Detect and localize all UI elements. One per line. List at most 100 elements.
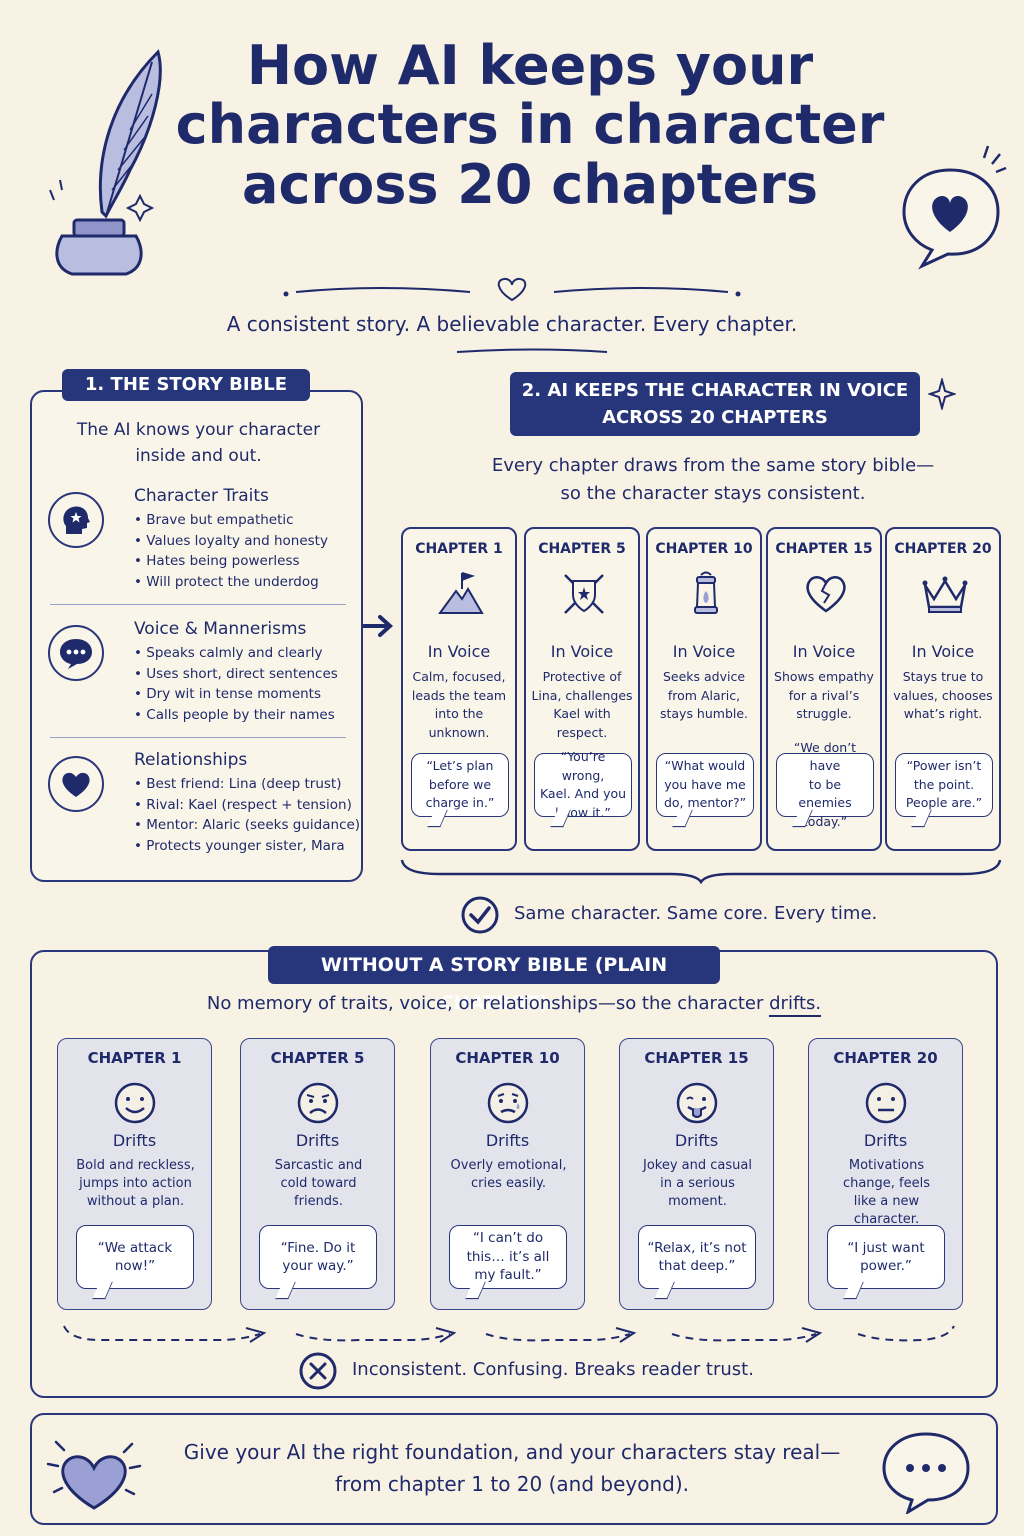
- description-line: Shows empathy: [774, 669, 874, 684]
- in-voice-label: 2. AI KEEPS THE CHARACTER IN VOICE ACROS…: [510, 372, 920, 436]
- lantern-icon: [681, 569, 731, 619]
- description-line: like a new: [853, 1194, 920, 1209]
- intro-line: inside and out.: [135, 445, 262, 466]
- description-line: Stays true to: [902, 669, 984, 684]
- description-line: Kael with: [553, 706, 611, 721]
- chapter-label: CHAPTER 15: [775, 541, 873, 557]
- quote-line: this… it’s all: [466, 1248, 550, 1265]
- list-item: Mentor: Alaric (seeks guidance): [134, 815, 360, 836]
- list-item: Dry wit in tense moments: [134, 684, 338, 705]
- status-label: In Voice: [792, 642, 856, 661]
- intro-text: No memory of traits, voice, or relations…: [206, 993, 770, 1014]
- chapter-label: CHAPTER 5: [270, 1049, 365, 1067]
- chapter-description: Seeks advice from Alaric, stays humble.: [652, 668, 756, 724]
- label-line: ACROSS 20 CHAPTERS: [602, 407, 828, 428]
- drift-result: Inconsistent. Confusing. Breaks reader t…: [352, 1359, 754, 1380]
- dashed-flow-arrow: [63, 1325, 955, 1343]
- description-line: Protective of: [542, 669, 622, 684]
- status-label: Drifts: [863, 1131, 908, 1150]
- chapter-label: CHAPTER 5: [538, 541, 626, 557]
- quote-line: your way.”: [282, 1258, 354, 1274]
- status-label: In Voice: [911, 642, 975, 661]
- x-circle-icon: [299, 1352, 337, 1390]
- description-line: Bold and reckless,: [76, 1158, 195, 1173]
- chapter-description: Shows empathy for a rival’s struggle.: [772, 668, 876, 724]
- description-line: respect.: [556, 724, 608, 740]
- quote-line: do, mentor?”: [663, 795, 747, 811]
- broken-heart-icon: [801, 569, 851, 619]
- story-bible-intro: The AI knows your character inside and o…: [32, 418, 365, 469]
- chapter-description: Motivations change, feels like a new charac…: [817, 1157, 956, 1229]
- section-divider: [50, 737, 346, 738]
- description-line: Lina, challenges: [531, 687, 633, 703]
- title-line: across 20 chapters: [242, 152, 818, 216]
- list-item: Will protect the underdog: [134, 572, 328, 593]
- status-label: In Voice: [427, 642, 491, 661]
- smile-face-icon: [113, 1081, 157, 1125]
- bracket-underline: [400, 859, 1002, 884]
- description-line: stays humble.: [659, 706, 749, 721]
- list-item: Uses short, direct sentences: [134, 664, 338, 685]
- neutral-face-icon: [864, 1081, 908, 1125]
- description-line: Overly emotional,: [450, 1158, 567, 1173]
- description-line: jumps into action: [79, 1176, 192, 1191]
- heart-speech-bubble-icon: [902, 145, 1007, 270]
- description-line: struggle.: [796, 706, 852, 721]
- description-line: what’s right.: [903, 706, 983, 721]
- description-line: leads the team: [411, 687, 507, 703]
- quote-line: Kael. And you: [539, 786, 627, 801]
- description-line: from Alaric,: [667, 687, 741, 703]
- list-item: Hates being powerless: [134, 551, 328, 572]
- description-line: Motivations: [848, 1158, 925, 1173]
- quote-line: power.”: [860, 1258, 912, 1274]
- section-heading: Character Traits: [134, 486, 269, 506]
- quote-line: before we: [428, 776, 492, 792]
- description-line: character.: [853, 1212, 920, 1227]
- quote-line: “I can’t do: [472, 1230, 544, 1247]
- consistent-result: Same character. Same core. Every time.: [514, 903, 878, 924]
- list-item: Calls people by their names: [134, 705, 338, 726]
- description-line: Seeks advice: [662, 669, 746, 684]
- intro-line: so the character stays consistent.: [560, 483, 866, 504]
- quote-line: “We don’t have: [793, 739, 857, 774]
- intro-emphasis: drifts.: [769, 993, 822, 1017]
- heart-sparkle-icon: [46, 1440, 142, 1510]
- shield-swords-icon: [559, 569, 609, 619]
- voice-list: Speaks calmly and clearly Uses short, di…: [134, 643, 338, 725]
- status-label: Drifts: [485, 1131, 530, 1150]
- quote-line: you have me: [664, 776, 746, 792]
- quote-line: today.”: [802, 813, 848, 829]
- description-line: for a rival’s: [788, 687, 860, 703]
- status-label: Drifts: [295, 1131, 340, 1150]
- ellipsis-speech-bubble-icon: [882, 1432, 970, 1514]
- intro-line: Every chapter draws from the same story …: [491, 455, 935, 476]
- chapter-label: CHAPTER 20: [894, 541, 992, 557]
- description-line: change, feels: [842, 1176, 931, 1191]
- status-label: In Voice: [550, 642, 614, 661]
- quote-line: “Relax, it’s not: [647, 1239, 747, 1256]
- section-heading: Relationships: [134, 750, 248, 770]
- status-label: Drifts: [112, 1131, 157, 1150]
- tongue-face-icon: [675, 1081, 719, 1125]
- story-bible-label: 1. THE STORY BIBLE: [62, 369, 310, 401]
- quote-line: “What would: [664, 758, 746, 774]
- quote-line: “Fine. Do it: [280, 1239, 356, 1256]
- plain-chatbot-intro: No memory of traits, voice, or relations…: [30, 993, 998, 1017]
